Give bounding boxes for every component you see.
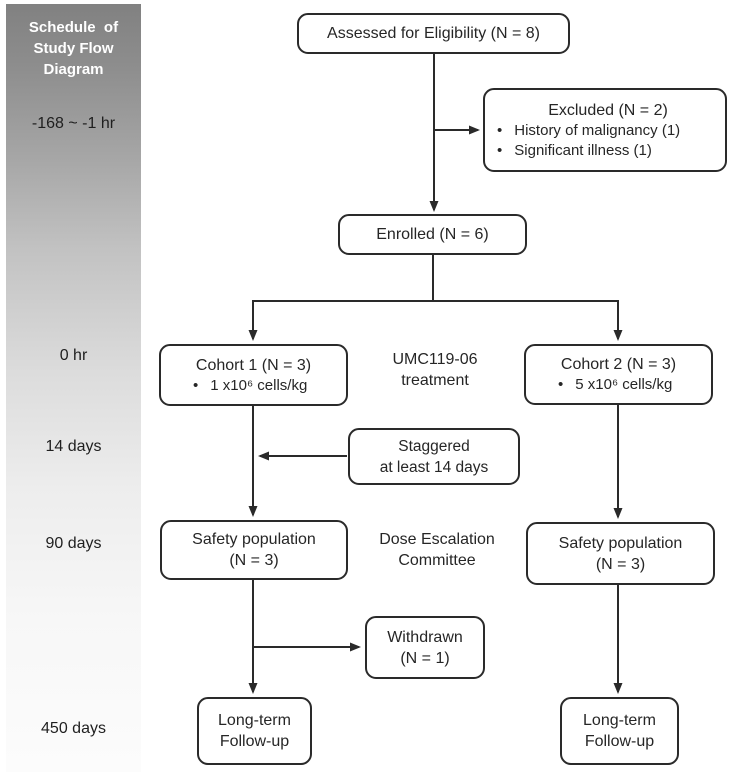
node-title: Long-term Follow-up: [218, 712, 291, 750]
node-title: Enrolled (N = 6): [376, 226, 489, 243]
time-label-screening: -168 ~ -1 hr: [31, 115, 116, 132]
timeline-sidebar: Schedule of Study Flow Diagram -168 ~ -1…: [6, 4, 141, 772]
node-title: Cohort 2 (N = 3): [560, 356, 677, 373]
node-excluded: Excluded (N = 2) History of malignancy (…: [483, 88, 727, 172]
node-title: Long-term Follow-up: [583, 712, 656, 750]
node-title: Safety population (N = 3): [192, 531, 316, 569]
time-label-90days: 90 days: [45, 535, 102, 552]
node-title: Cohort 1 (N = 3): [195, 356, 312, 374]
time-label-0hr: 0 hr: [59, 347, 88, 364]
node-safety-population-1: Safety population (N = 3): [160, 520, 348, 580]
time-label-450days: 450 days: [41, 720, 106, 737]
node-title: Withdrawn (N = 1): [387, 628, 463, 667]
node-staggered: Staggered at least 14 days: [348, 428, 520, 485]
cohort2-dose: 5 x10⁶ cells/kg: [526, 375, 711, 395]
node-withdrawn: Withdrawn (N = 1): [365, 616, 485, 679]
node-title: Safety population (N = 3): [558, 534, 683, 573]
cohort1-dose: 1 x10⁶ cells/kg: [161, 376, 346, 396]
sidebar-title: Schedule of Study Flow Diagram: [28, 19, 119, 78]
node-title: Staggered at least 14 days: [379, 437, 489, 476]
excluded-reason-1: History of malignancy (1): [497, 121, 719, 141]
annotation-umc-treatment: UMC119-06 treatment: [392, 351, 478, 389]
node-longterm-followup-1: Long-term Follow-up: [197, 697, 312, 765]
node-title: Excluded (N = 2): [548, 101, 668, 119]
time-label-14days: 14 days: [45, 438, 102, 455]
annotation-dose-escalation-committee: Dose Escalation Committee: [379, 531, 495, 569]
node-assessed-for-eligibility: Assessed for Eligibility (N = 8): [297, 13, 570, 54]
excluded-reason-2: Significant illness (1): [497, 141, 719, 161]
node-longterm-followup-2: Long-term Follow-up: [560, 697, 679, 765]
node-safety-population-2: Safety population (N = 3): [526, 522, 715, 585]
node-cohort-1: Cohort 1 (N = 3) 1 x10⁶ cells/kg: [159, 344, 348, 406]
node-cohort-2: Cohort 2 (N = 3) 5 x10⁶ cells/kg: [524, 344, 713, 405]
node-enrolled: Enrolled (N = 6): [338, 214, 527, 255]
node-title: Assessed for Eligibility (N = 8): [327, 25, 540, 42]
